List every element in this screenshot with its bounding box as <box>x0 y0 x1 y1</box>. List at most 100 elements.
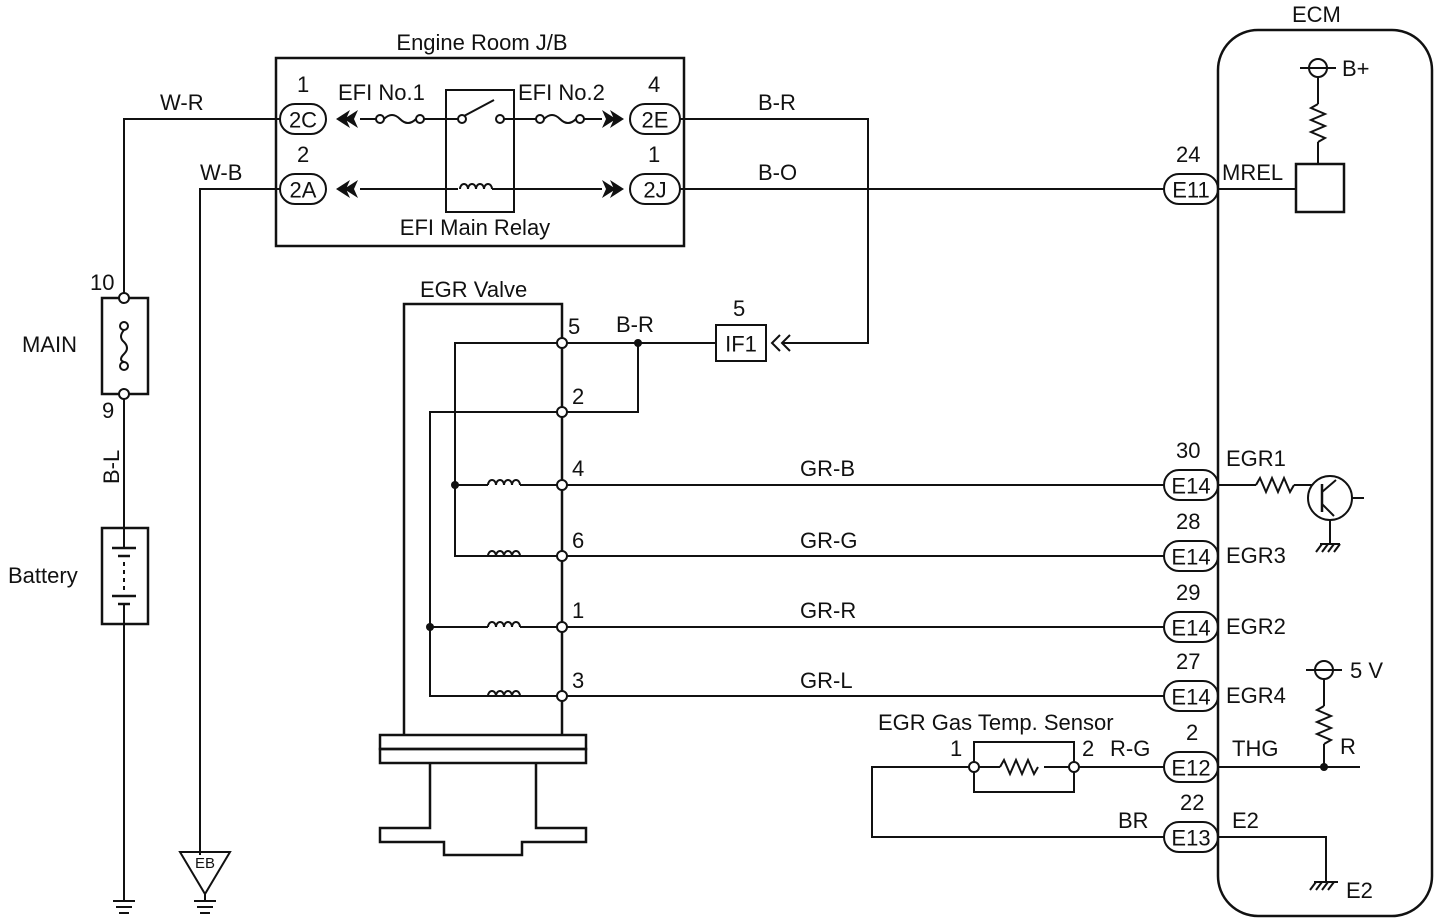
egr-valve-label: EGR Valve <box>420 277 527 302</box>
eb-ground-icon: EB <box>178 851 232 914</box>
connector-2j: 2J 1 <box>629 142 681 205</box>
r-resistor-label: R <box>1340 734 1356 759</box>
relay-switch-contact <box>463 99 495 117</box>
thg-pullup: 5 V R <box>1218 658 1383 771</box>
five-v-label: 5 V <box>1350 658 1383 683</box>
egr-pin-2: 2 <box>572 384 584 409</box>
ecm-connector-e14-27: E14 27 EGR4 <box>1163 649 1286 712</box>
connector-chevrons <box>336 110 624 198</box>
svg-text:30: 30 <box>1176 438 1200 463</box>
egr-pin-5: 5 <box>568 314 580 339</box>
egr-pin-6: 6 <box>572 528 584 553</box>
svg-text:EGR3: EGR3 <box>1226 543 1286 568</box>
sensor-pin-2: 2 <box>1082 736 1094 761</box>
e2-ground-label: E2 <box>1346 878 1373 903</box>
battery-label: Battery <box>8 563 78 588</box>
svg-text:E14: E14 <box>1171 685 1210 710</box>
b-l-label: B-L <box>99 450 124 484</box>
if1-connector: IF1 5 B-R <box>562 296 791 362</box>
svg-text:E13: E13 <box>1171 826 1210 851</box>
svg-text:E12: E12 <box>1171 756 1210 781</box>
svg-text:2A: 2A <box>290 178 317 203</box>
br-label: BR <box>1118 808 1149 833</box>
svg-text:4: 4 <box>648 72 660 97</box>
egr1-driver-transistor <box>1218 475 1364 553</box>
sensor-pin-1: 1 <box>950 736 962 761</box>
efi-no2-label: EFI No.2 <box>518 80 605 105</box>
svg-text:E14: E14 <box>1171 616 1210 641</box>
svg-text:EGR1: EGR1 <box>1226 446 1286 471</box>
supply-wiring: W-R W-B MAIN 10 9 B-L Battery <box>8 90 280 914</box>
efi-main-relay-label: EFI Main Relay <box>400 215 550 240</box>
svg-text:EGR2: EGR2 <box>1226 614 1286 639</box>
egr-coil-4 <box>455 479 562 486</box>
svg-text:2C: 2C <box>289 108 317 133</box>
gr-g-label: GR-G <box>800 528 857 553</box>
ecm: ECM B+ <box>1163 2 1434 918</box>
egr-valve-body <box>378 733 588 857</box>
main-fusible-link <box>100 296 150 396</box>
ecm-connector-e12: E12 2 THG <box>1163 720 1278 783</box>
svg-text:2E: 2E <box>642 108 669 133</box>
efi-no2-fuse <box>543 114 577 124</box>
svg-text:22: 22 <box>1180 790 1204 815</box>
svg-text:THG: THG <box>1232 736 1278 761</box>
svg-text:28: 28 <box>1176 509 1200 534</box>
ecm-b-plus-supply: B+ <box>1218 56 1370 214</box>
b-plus-label: B+ <box>1342 56 1370 81</box>
svg-text:MREL: MREL <box>1222 160 1283 185</box>
connector-2e: 2E 4 <box>629 72 681 135</box>
egr-coil-6 <box>455 550 562 557</box>
relay-coil <box>459 183 493 190</box>
gr-r-label: GR-R <box>800 598 856 623</box>
egr-gas-temp-sensor: EGR Gas Temp. Sensor 1 2 R-G BR <box>871 710 1164 838</box>
egr-pin-1: 1 <box>572 598 584 623</box>
svg-text:29: 29 <box>1176 580 1200 605</box>
gr-l-label: GR-L <box>800 668 853 693</box>
svg-text:E2: E2 <box>1232 808 1259 833</box>
ecm-connector-e14-30: E14 30 EGR1 <box>1163 438 1286 501</box>
egr-gas-temp-sensor-label: EGR Gas Temp. Sensor <box>878 710 1114 735</box>
egr-pin-3: 3 <box>572 668 584 693</box>
svg-text:2: 2 <box>297 142 309 167</box>
svg-text:2: 2 <box>1186 720 1198 745</box>
jb-outputs: B-R B-O <box>680 90 1164 344</box>
svg-text:5: 5 <box>733 296 745 321</box>
ecm-connector-e11: E11 24 MREL <box>1163 142 1283 205</box>
svg-text:1: 1 <box>297 72 309 97</box>
b-r-top-label: B-R <box>758 90 796 115</box>
engine-room-jb-label: Engine Room J/B <box>396 30 567 55</box>
gr-b-label: GR-B <box>800 456 855 481</box>
mrel-relay-box <box>1294 162 1346 214</box>
r-g-label: R-G <box>1110 736 1150 761</box>
svg-text:E14: E14 <box>1171 474 1210 499</box>
ecm-connector-e14-29: E14 29 EGR2 <box>1163 580 1286 643</box>
battery-ground-icon <box>113 900 135 914</box>
b-r-if1-label: B-R <box>616 312 654 337</box>
efi-no1-label: EFI No.1 <box>338 80 425 105</box>
main-pin-bottom: 9 <box>102 398 114 423</box>
egr-coil-3 <box>430 690 562 697</box>
egr-pin-4: 4 <box>572 456 584 481</box>
ecm-connector-e14-28: E14 28 EGR3 <box>1163 509 1286 572</box>
egr-valve: EGR Valve <box>378 277 639 857</box>
svg-text:24: 24 <box>1176 142 1200 167</box>
svg-text:EGR4: EGR4 <box>1226 683 1286 708</box>
svg-text:E14: E14 <box>1171 545 1210 570</box>
w-b-label: W-B <box>200 160 242 185</box>
connector-2c: 2C 1 <box>279 72 327 135</box>
main-pin-top: 10 <box>90 270 114 295</box>
svg-text:E11: E11 <box>1172 178 1210 203</box>
svg-text:1: 1 <box>648 142 660 167</box>
svg-text:EB: EB <box>195 855 215 872</box>
engine-room-jb: Engine Room J/B EFI Main Relay EFI No.1 … <box>274 30 686 248</box>
svg-text:2J: 2J <box>643 178 666 203</box>
svg-text:27: 27 <box>1176 649 1200 674</box>
efi-no1-fuse <box>383 114 417 124</box>
ecm-label: ECM <box>1292 2 1341 27</box>
efi-main-relay-box <box>445 89 515 213</box>
signal-wires: GR-B GR-G GR-R GR-L <box>567 456 1164 697</box>
connector-2a: 2A 2 <box>279 142 327 205</box>
egr-coil-1 <box>430 621 562 628</box>
